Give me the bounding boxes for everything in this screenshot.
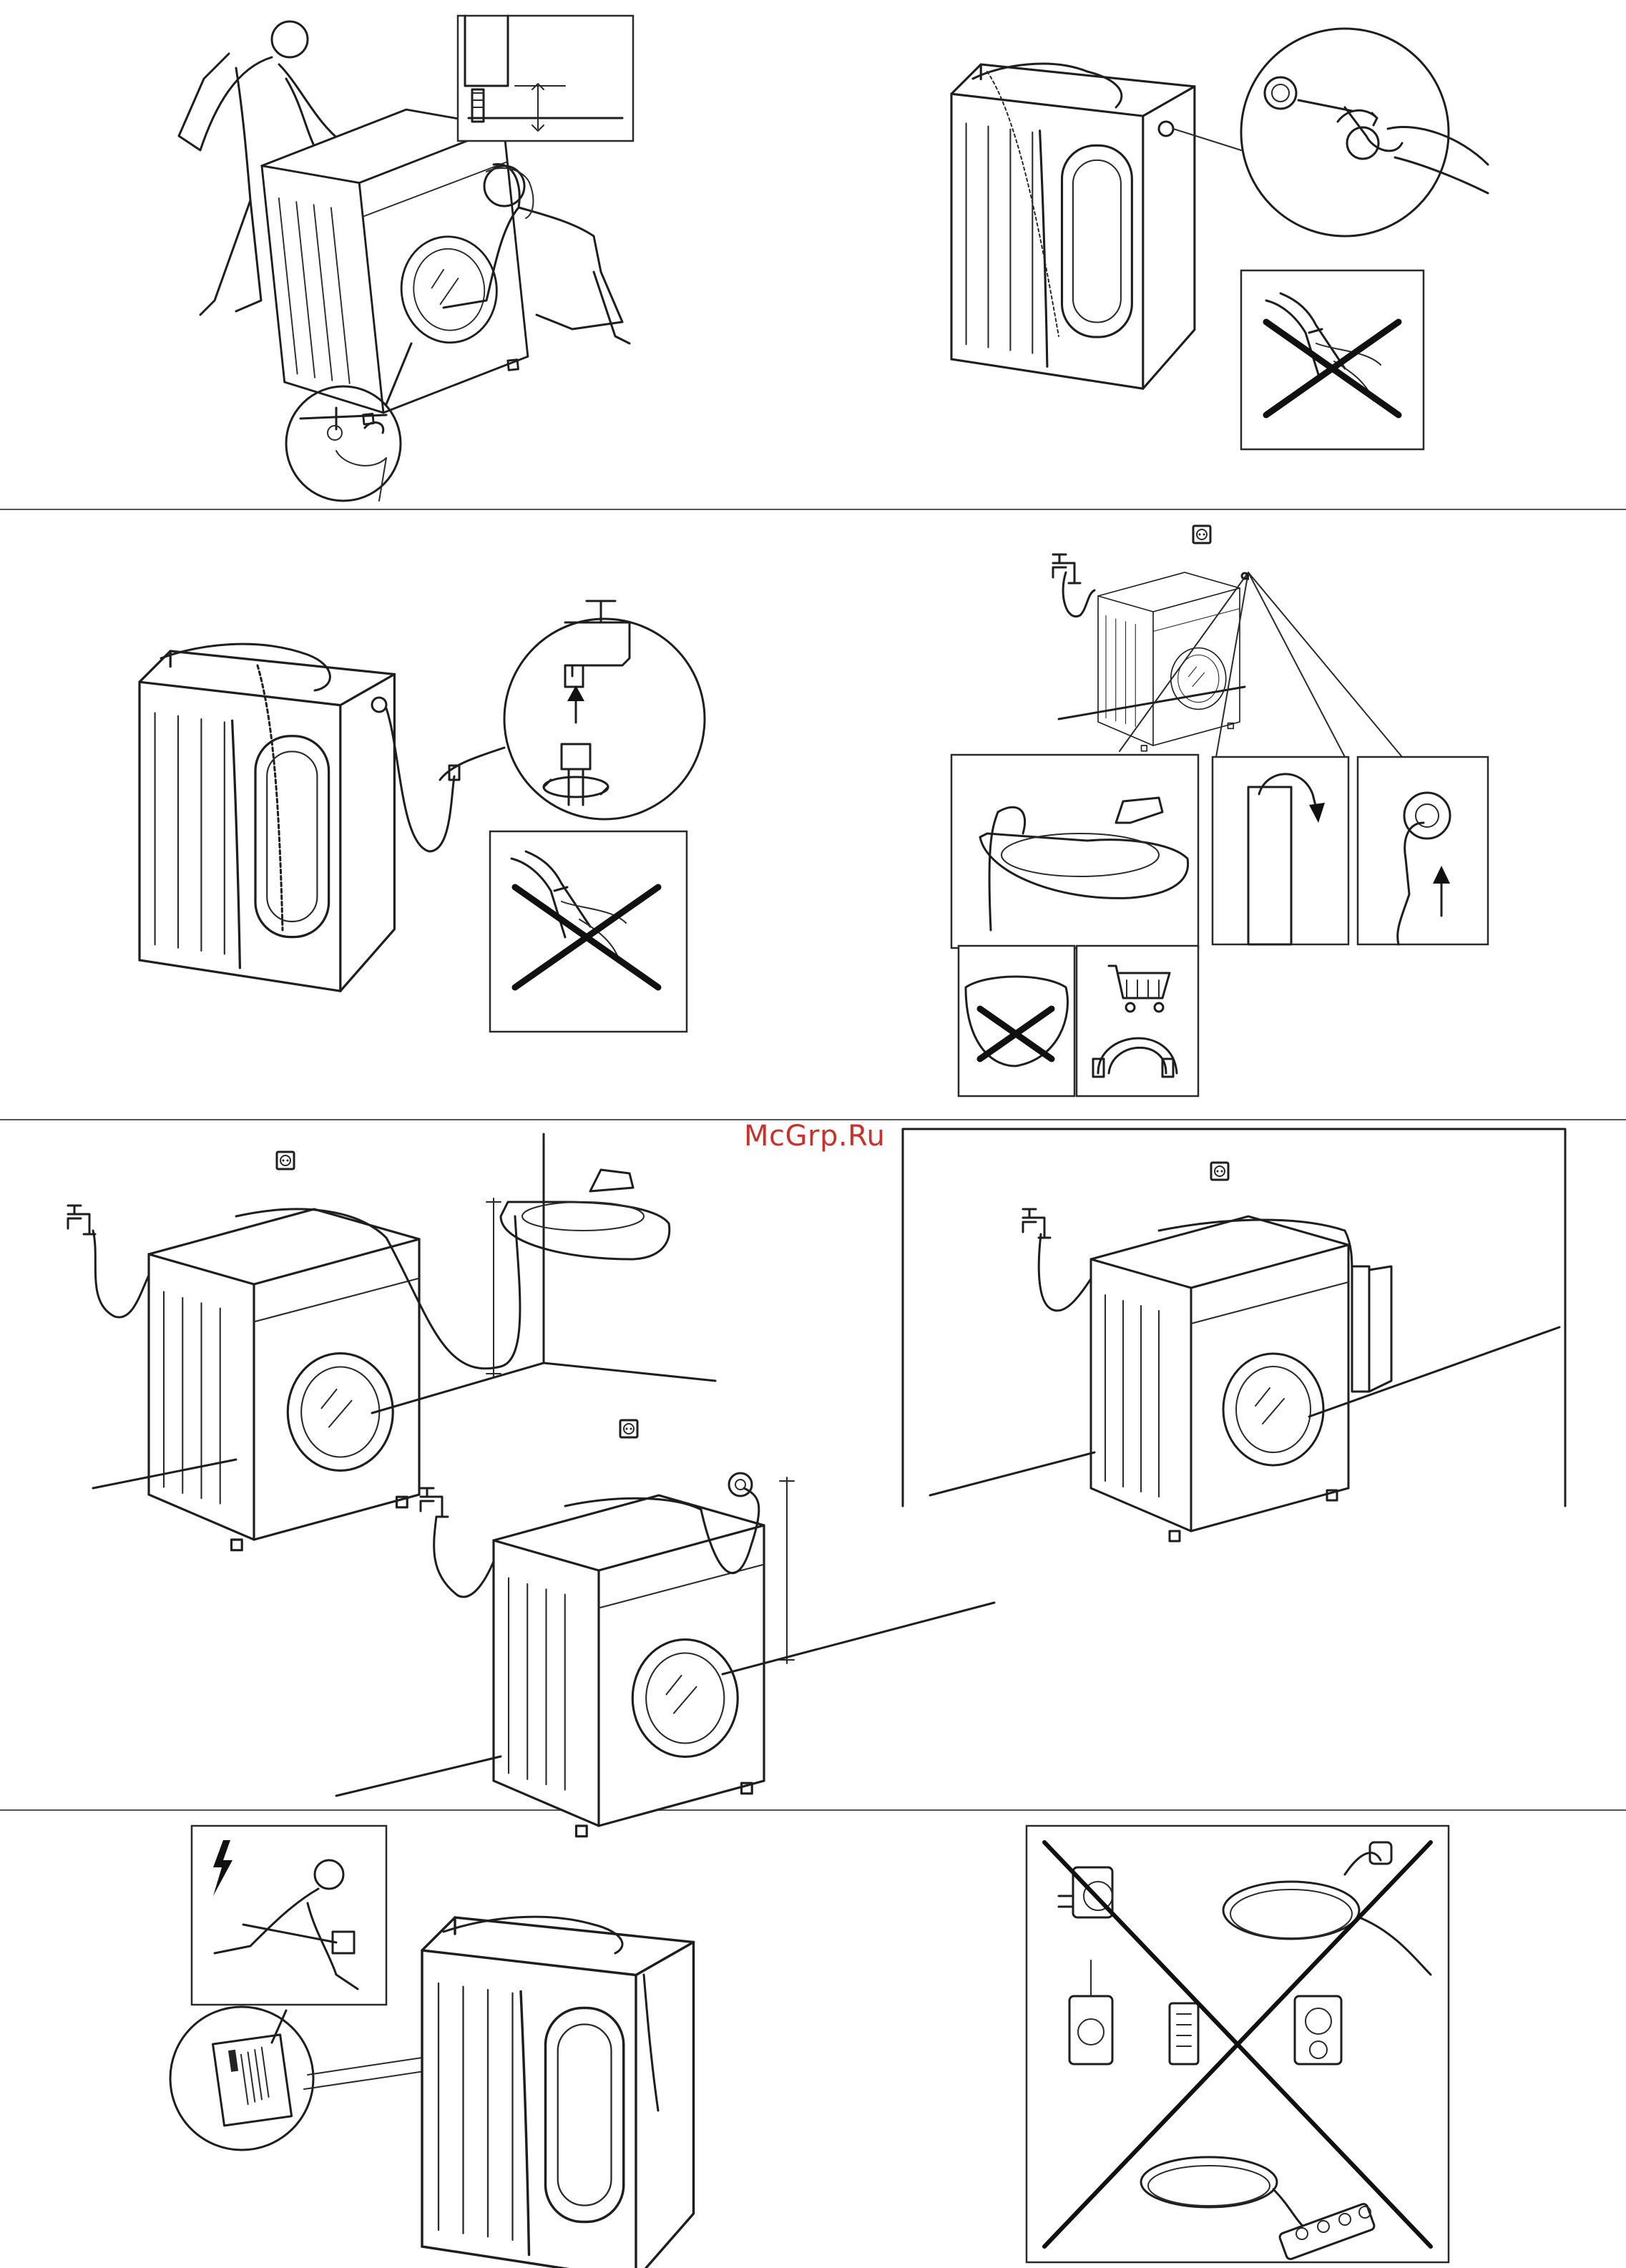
tap-thread-closeup [440,601,705,819]
drain-to-standpipe-scene [903,1129,1565,1541]
rating-plate-barcode [228,2048,269,2104]
inlet-hose-to-machine [139,644,459,991]
buy-hose-guide [1077,946,1198,1096]
foot-height-detail [458,16,633,141]
watermark-text: McGrp.Ru [744,1120,885,1153]
no-pliers-warning [1241,270,1424,449]
drain-standpipe-option [1213,757,1348,944]
plug-in-with-rating-plate [170,1826,694,2268]
no-adapters-or-extensions [1027,1826,1449,2262]
drain-wall-outlet-option [1358,757,1488,944]
drain-to-basin-scene [68,1134,715,1550]
drain-to-wall-outlet-scene [336,1420,994,1837]
drain-options-overview [1053,526,1402,757]
no-pliers-warning-2 [490,831,687,1032]
no-fixing-in-basin [959,946,1074,1096]
drain-basin-option [951,755,1198,948]
